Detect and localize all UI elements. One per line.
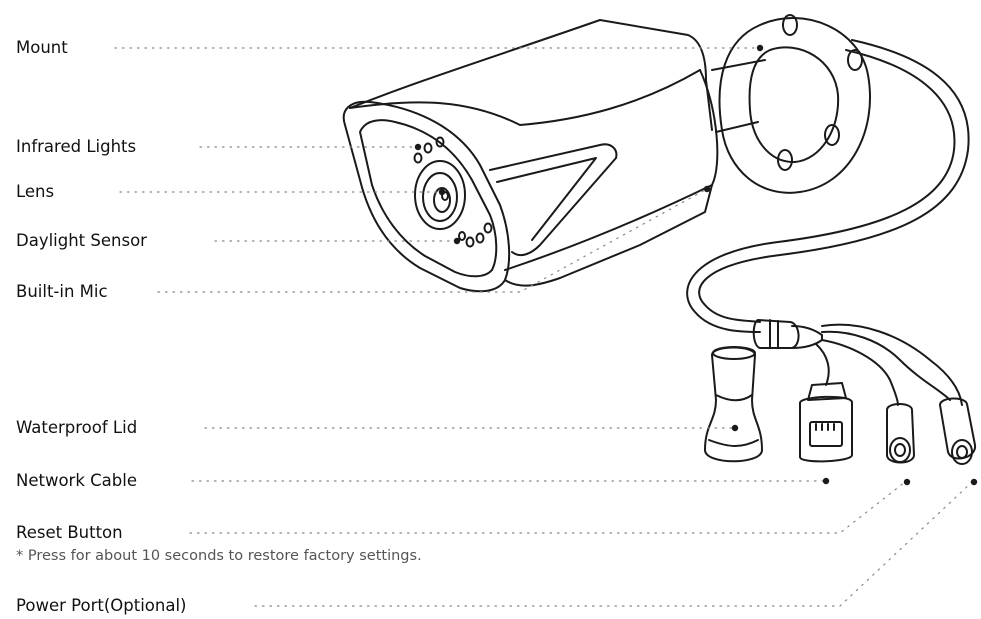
- cable: [686, 39, 970, 333]
- camera-body: [342, 19, 719, 293]
- power-connector-art: [939, 397, 977, 465]
- reset-connector-art: [886, 403, 915, 464]
- label-network-cable: Network Cable: [16, 471, 137, 490]
- label-lens: Lens: [16, 182, 55, 201]
- label-infrared-lights: Infrared Lights: [16, 137, 137, 156]
- label-daylight-sensor: Daylight Sensor: [16, 231, 147, 250]
- leader-dots: [414, 44, 978, 486]
- network-connector-art: [799, 382, 853, 463]
- label-reset-button: Reset Button: [16, 523, 123, 542]
- cable-junction: [752, 319, 823, 349]
- leader-lines: [114, 47, 973, 607]
- reset-button-note: * Press for about 10 seconds to restore …: [16, 548, 422, 564]
- label-built-in-mic: Built-in Mic: [16, 282, 108, 301]
- label-power-port: Power Port(Optional): [16, 596, 187, 615]
- label-waterproof-lid: Waterproof Lid: [16, 418, 138, 437]
- label-mount: Mount: [16, 38, 68, 57]
- mount-plate: [711, 14, 871, 194]
- waterproof-lid-art: [704, 346, 763, 463]
